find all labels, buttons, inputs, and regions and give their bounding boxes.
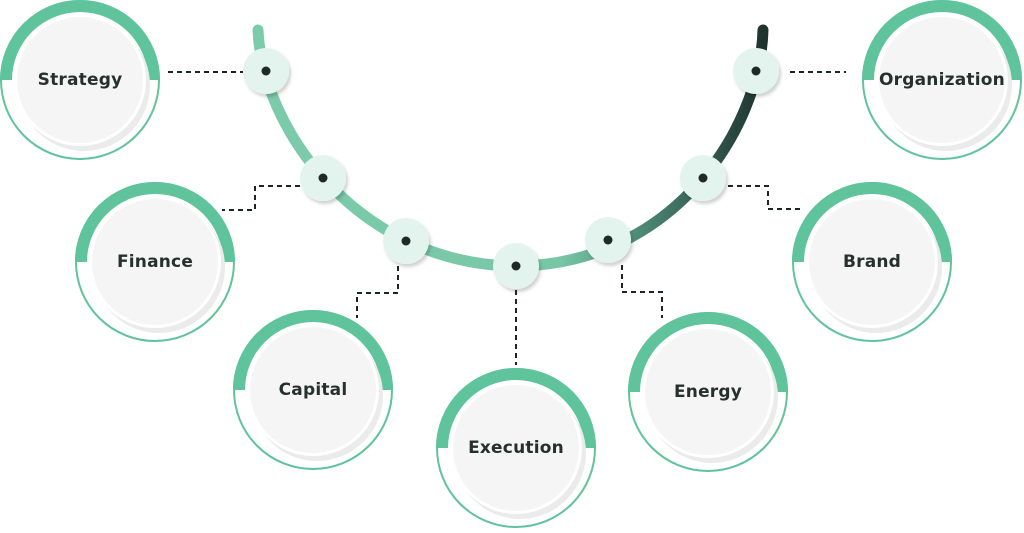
timeline-node[interactable] xyxy=(733,48,779,94)
ring-band xyxy=(75,182,235,262)
item-label: Strategy xyxy=(38,70,123,90)
inner-disc xyxy=(879,17,1005,143)
item-label: Organization xyxy=(879,70,1005,90)
node-dot-icon xyxy=(698,173,708,183)
node-dot-icon xyxy=(603,235,613,245)
item-circle-capital[interactable]: Capital xyxy=(233,310,393,470)
item-label: Capital xyxy=(279,380,348,400)
connector-line xyxy=(356,266,399,318)
item-label: Energy xyxy=(674,382,742,402)
node-dot-icon xyxy=(318,173,328,183)
item-circle-strategy[interactable]: Strategy xyxy=(0,0,160,160)
node-dot-icon xyxy=(401,236,411,246)
item-circle-organization[interactable]: Organization xyxy=(862,0,1022,160)
timeline-node[interactable] xyxy=(493,243,539,289)
timeline-node[interactable] xyxy=(243,48,289,94)
ring-band xyxy=(862,0,1022,80)
item-label: Brand xyxy=(843,252,901,272)
ring-band xyxy=(0,0,160,80)
node-dot-icon xyxy=(261,66,271,76)
inner-disc xyxy=(92,199,218,325)
inner-disc xyxy=(250,327,376,453)
inner-disc xyxy=(453,385,579,511)
connector-line xyxy=(222,185,300,211)
item-circle-execution[interactable]: Execution xyxy=(436,368,596,528)
connector-line xyxy=(621,265,663,318)
timeline-node[interactable] xyxy=(585,217,631,263)
inner-disc xyxy=(809,199,935,325)
timeline-curve xyxy=(252,24,769,272)
item-circle-brand[interactable]: Brand xyxy=(792,182,952,342)
timeline-node[interactable] xyxy=(300,155,346,201)
ring-band xyxy=(792,182,952,262)
ring-band xyxy=(233,310,393,390)
item-circle-energy[interactable]: Energy xyxy=(628,312,788,472)
ring-band xyxy=(436,368,596,448)
inner-disc xyxy=(17,17,143,143)
connector-line xyxy=(728,185,800,210)
ring-band xyxy=(628,312,788,392)
timeline-node[interactable] xyxy=(680,155,726,201)
inner-disc xyxy=(645,329,771,455)
node-dot-icon xyxy=(511,261,521,271)
item-circle-finance[interactable]: Finance xyxy=(75,182,235,342)
node-dot-icon xyxy=(751,66,761,76)
item-label: Finance xyxy=(117,252,193,272)
timeline-node[interactable] xyxy=(383,218,429,264)
item-label: Execution xyxy=(468,438,564,458)
